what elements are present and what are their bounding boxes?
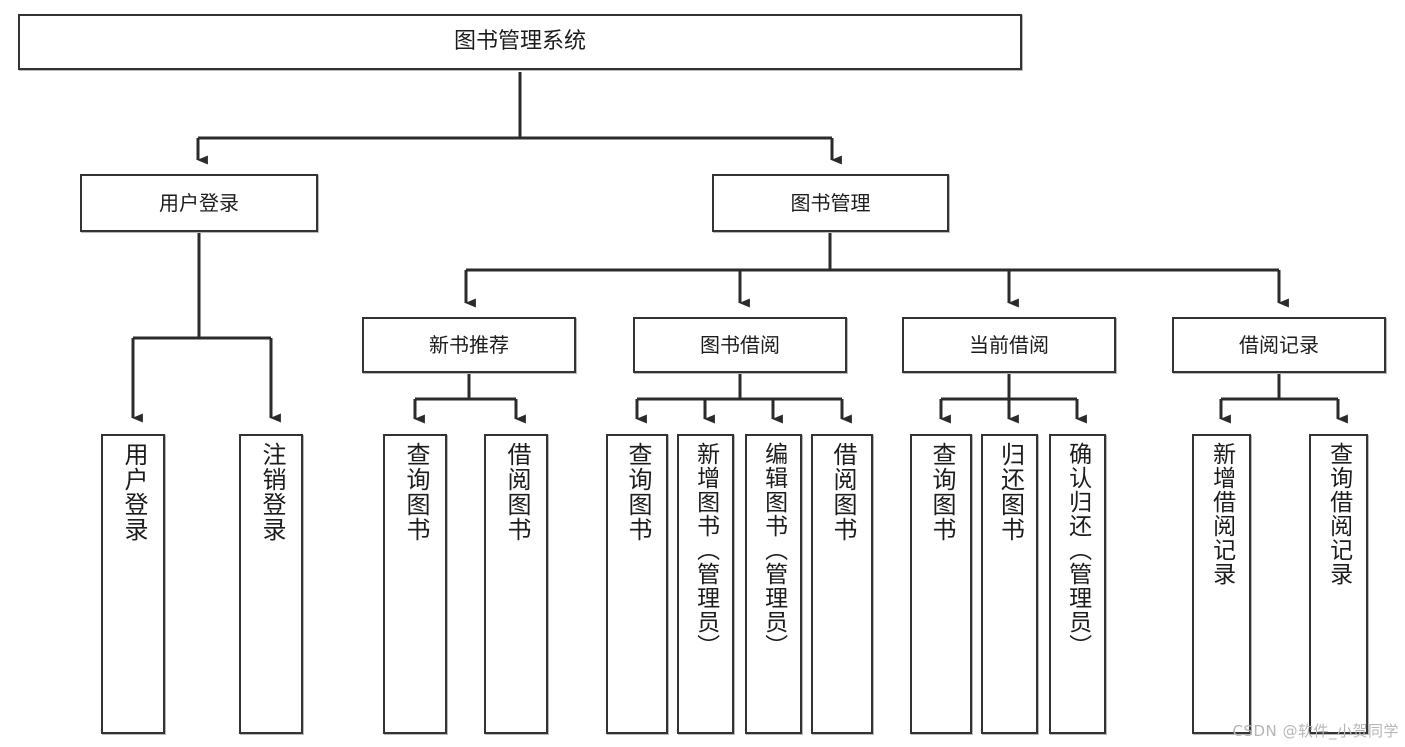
node-leaf-rec-query-record[interactable]: 查询借阅记录 [1309, 434, 1368, 734]
node-leaf-rec-add[interactable]: 新增借阅记录 [1192, 434, 1251, 734]
node-leaf-user-logout-label: 注销登录 [257, 442, 286, 542]
node-leaf-rec-query-record-label: 查询借阅记录 [1325, 442, 1352, 586]
node-leaf-borrow-add[interactable]: 新增图书（管理员） [677, 434, 734, 734]
node-borrow-record-label: 借阅记录 [1239, 332, 1319, 357]
node-leaf-cur-query-label: 查询图书 [927, 442, 956, 542]
node-root-label: 图书管理系统 [453, 29, 586, 55]
node-user-login-label: 用户登录 [159, 190, 239, 215]
node-user-login[interactable]: 用户登录 [80, 174, 318, 232]
node-leaf-borrow-lend[interactable]: 借阅图书 [811, 434, 873, 734]
node-leaf-borrow-lend-label: 借阅图书 [828, 442, 857, 542]
node-book-borrow-label: 图书借阅 [700, 332, 780, 357]
node-leaf-cur-confirm[interactable]: 确认归还（管理员） [1049, 434, 1106, 734]
node-borrow-record[interactable]: 借阅记录 [1172, 317, 1386, 373]
csdn-watermark: CSDN @软件_小贺同学 [1232, 722, 1399, 740]
node-book-borrow[interactable]: 图书借阅 [633, 317, 847, 373]
node-current-borrow-label: 当前借阅 [969, 332, 1049, 357]
node-leaf-cur-return-label: 归还图书 [996, 442, 1025, 542]
node-leaf-rec-query-label: 查询图书 [401, 442, 430, 542]
node-book-manage[interactable]: 图书管理 [712, 174, 949, 232]
node-root[interactable]: 图书管理系统 [18, 14, 1022, 70]
node-book-manage-label: 图书管理 [790, 190, 871, 215]
node-new-book-rec[interactable]: 新书推荐 [362, 317, 576, 373]
node-leaf-user-login-label: 用户登录 [119, 442, 148, 542]
node-leaf-user-login[interactable]: 用户登录 [101, 434, 165, 734]
node-leaf-borrow-add-label: 新增图书（管理员） [692, 442, 719, 658]
node-leaf-rec-borrow-label: 借阅图书 [502, 442, 531, 542]
node-leaf-cur-confirm-label: 确认归还（管理员） [1064, 442, 1091, 658]
node-leaf-rec-add-label: 新增借阅记录 [1208, 442, 1235, 586]
node-leaf-borrow-edit-label: 编辑图书（管理员） [760, 442, 787, 658]
node-leaf-rec-query[interactable]: 查询图书 [383, 434, 447, 734]
node-leaf-rec-borrow[interactable]: 借阅图书 [484, 434, 548, 734]
node-leaf-borrow-query-label: 查询图书 [623, 442, 652, 542]
node-leaf-cur-query[interactable]: 查询图书 [910, 434, 972, 734]
node-new-book-rec-label: 新书推荐 [429, 332, 509, 357]
node-leaf-user-logout[interactable]: 注销登录 [239, 434, 303, 734]
node-leaf-borrow-query[interactable]: 查询图书 [606, 434, 668, 734]
node-leaf-cur-return[interactable]: 归还图书 [981, 434, 1038, 734]
node-current-borrow[interactable]: 当前借阅 [902, 317, 1116, 373]
node-leaf-borrow-edit[interactable]: 编辑图书（管理员） [745, 434, 802, 734]
